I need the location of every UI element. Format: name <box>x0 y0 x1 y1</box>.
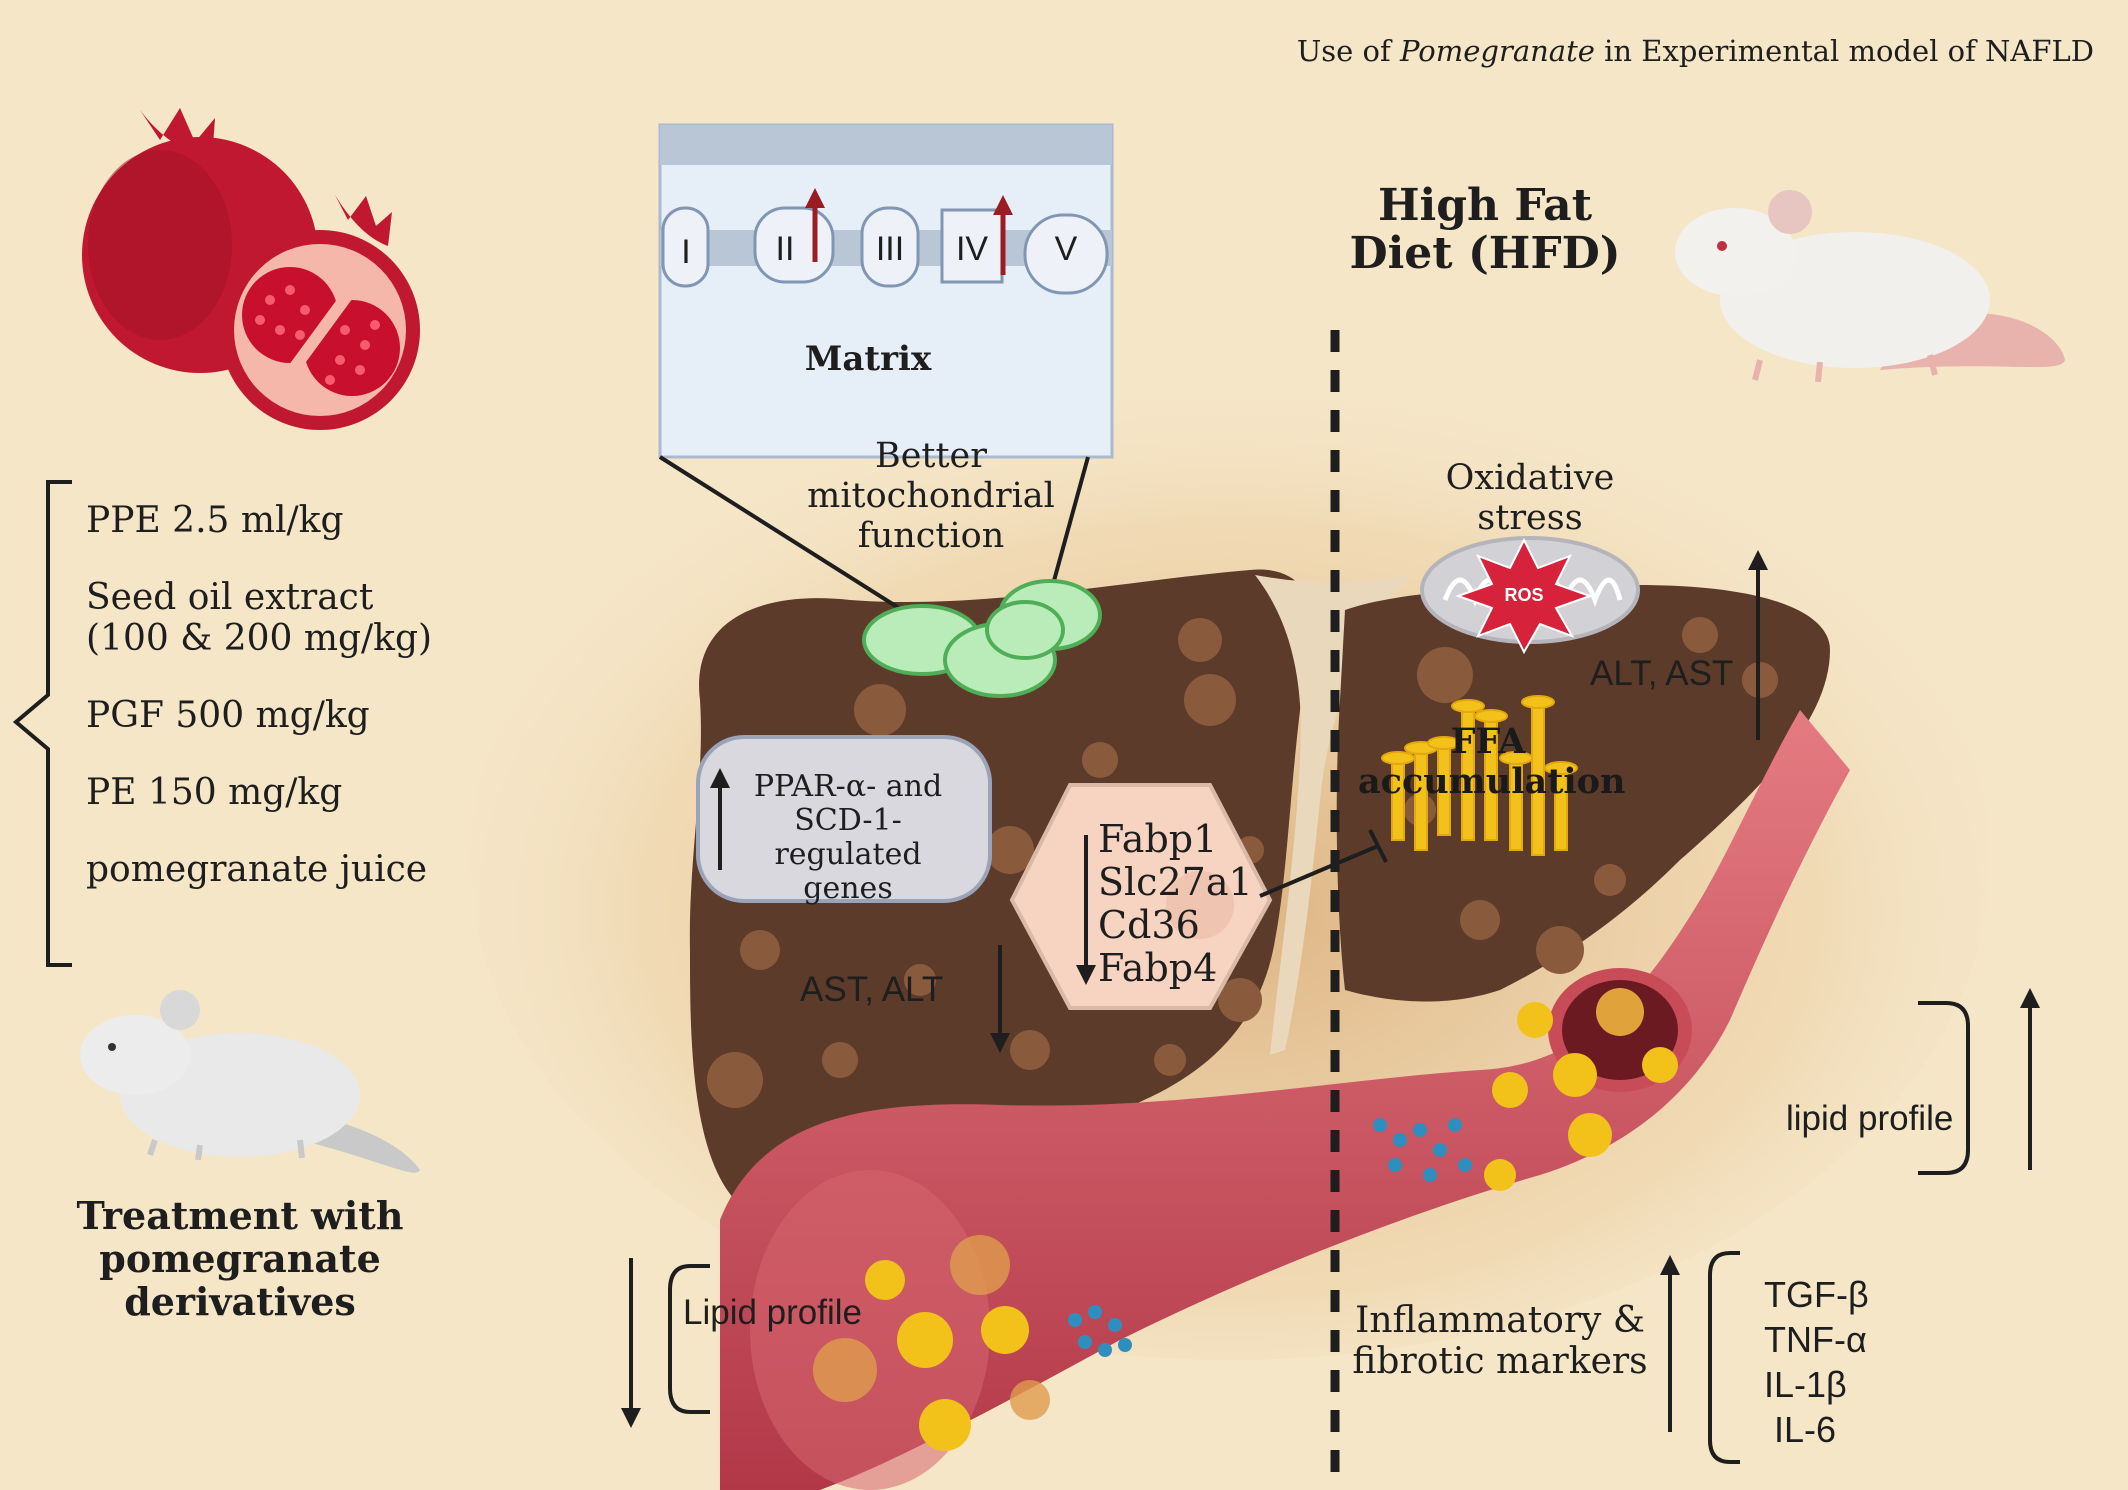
cytokine-item: TGF-β <box>1764 1274 1869 1315</box>
mouse-treatment-icon <box>80 990 420 1173</box>
lipid-profile-right-label: lipid profile <box>1786 1099 1954 1138</box>
blood-particles <box>1068 1118 1472 1357</box>
dose-item: PE 150 mg/kg <box>86 772 343 813</box>
complex-label-I: I <box>681 233 690 271</box>
matrix-label: Matrix <box>805 339 932 379</box>
mouse-hfd-icon <box>1675 190 2065 383</box>
ros-label: ROS <box>1504 585 1543 605</box>
lipid-profile-left-label: Lipid profile <box>683 1293 862 1332</box>
dose-item: Seed oil extract (100 & 200 mg/kg) <box>86 577 433 659</box>
gene-item: Cd36 <box>1098 903 1200 947</box>
alt-ast-label: ALT, AST <box>1590 654 1734 693</box>
dose-item: PPE 2.5 ml/kg <box>86 500 344 541</box>
inhibition-line <box>1259 844 1379 898</box>
cytokine-item: IL-1β <box>1764 1364 1847 1405</box>
ast-alt-label: AST, ALT <box>800 970 944 1009</box>
gene-item: Slc27a1 <box>1098 860 1253 904</box>
title-suffix: in Experimental model of NAFLD <box>1594 34 2094 68</box>
cytokines-bracket <box>1708 1251 1740 1464</box>
lipid-bracket-right <box>1918 1001 1970 1175</box>
oxidative-stress-label: Oxidative stress <box>1445 458 1615 538</box>
dose-item: pomegranate juice <box>86 849 428 890</box>
dose-list: PPE 2.5 ml/kg Seed oil extract (100 & 20… <box>86 500 446 926</box>
gene-item: Fabp4 <box>1098 946 1218 990</box>
cytokine-item: IL-6 <box>1774 1409 1837 1450</box>
inhibition-bar <box>1368 829 1388 863</box>
liver-ligament <box>1255 575 1410 1055</box>
ros-mitochondrion-icon <box>1420 536 1640 655</box>
complex-V <box>1023 213 1109 295</box>
cytokine-item: TNF-α <box>1764 1319 1867 1360</box>
ppar-box <box>696 735 992 903</box>
membrane-top <box>660 125 1112 165</box>
inflammatory-label: Inflammatory & fibrotic markers <box>1352 1300 1648 1382</box>
hepatocyte-nucleus <box>1166 871 1234 939</box>
gene-list: Fabp1 Slc27a1 Cd36 Fabp4 <box>1098 818 1253 990</box>
complex-III <box>860 206 920 288</box>
complex-label-V: V <box>1055 230 1078 268</box>
lipid-droplets <box>813 988 1678 1451</box>
complex-label-IV: IV <box>956 230 988 268</box>
gene-item: Fabp1 <box>1098 817 1218 861</box>
page-title: Use of Pomegranate in Experimental model… <box>1297 34 2094 68</box>
mitochondrial-function-label: Better mitochondrial function <box>807 436 1055 556</box>
title-species: Pomegranate <box>1399 34 1595 68</box>
complex-label-II: II <box>776 230 795 268</box>
liver-left <box>689 569 1313 1200</box>
mitochondria-zoom-box <box>658 123 1114 459</box>
ppar-label: PPAR-α- and SCD-1-regulated genes <box>753 769 943 906</box>
cytokine-list: TGF-β TNF-α IL-1β IL-6 <box>1764 1272 1869 1452</box>
complex-I <box>661 206 710 288</box>
pomegranate-icon <box>82 108 420 430</box>
mitochondria-icon <box>862 579 1102 698</box>
complex-label-III: III <box>876 230 904 268</box>
complex-IV <box>940 208 1004 284</box>
ros-star <box>1454 537 1594 655</box>
zoom-line-right <box>1050 456 1090 589</box>
dose-bracket <box>12 480 72 967</box>
hfd-title: High Fat Diet (HFD) <box>1349 180 1621 279</box>
ffa-fatty-acid-icon <box>1381 695 1578 856</box>
zoom-line-left <box>658 455 912 617</box>
ffa-label: FFA accumulation <box>1358 721 1626 802</box>
title-prefix: Use of <box>1296 34 1400 68</box>
lipid-bracket-left <box>668 1264 710 1414</box>
hepatocyte-cell <box>1009 783 1273 1010</box>
treatment-title: Treatment with pomegranate derivatives <box>76 1193 404 1324</box>
dose-item: PGF 500 mg/kg <box>86 695 370 736</box>
